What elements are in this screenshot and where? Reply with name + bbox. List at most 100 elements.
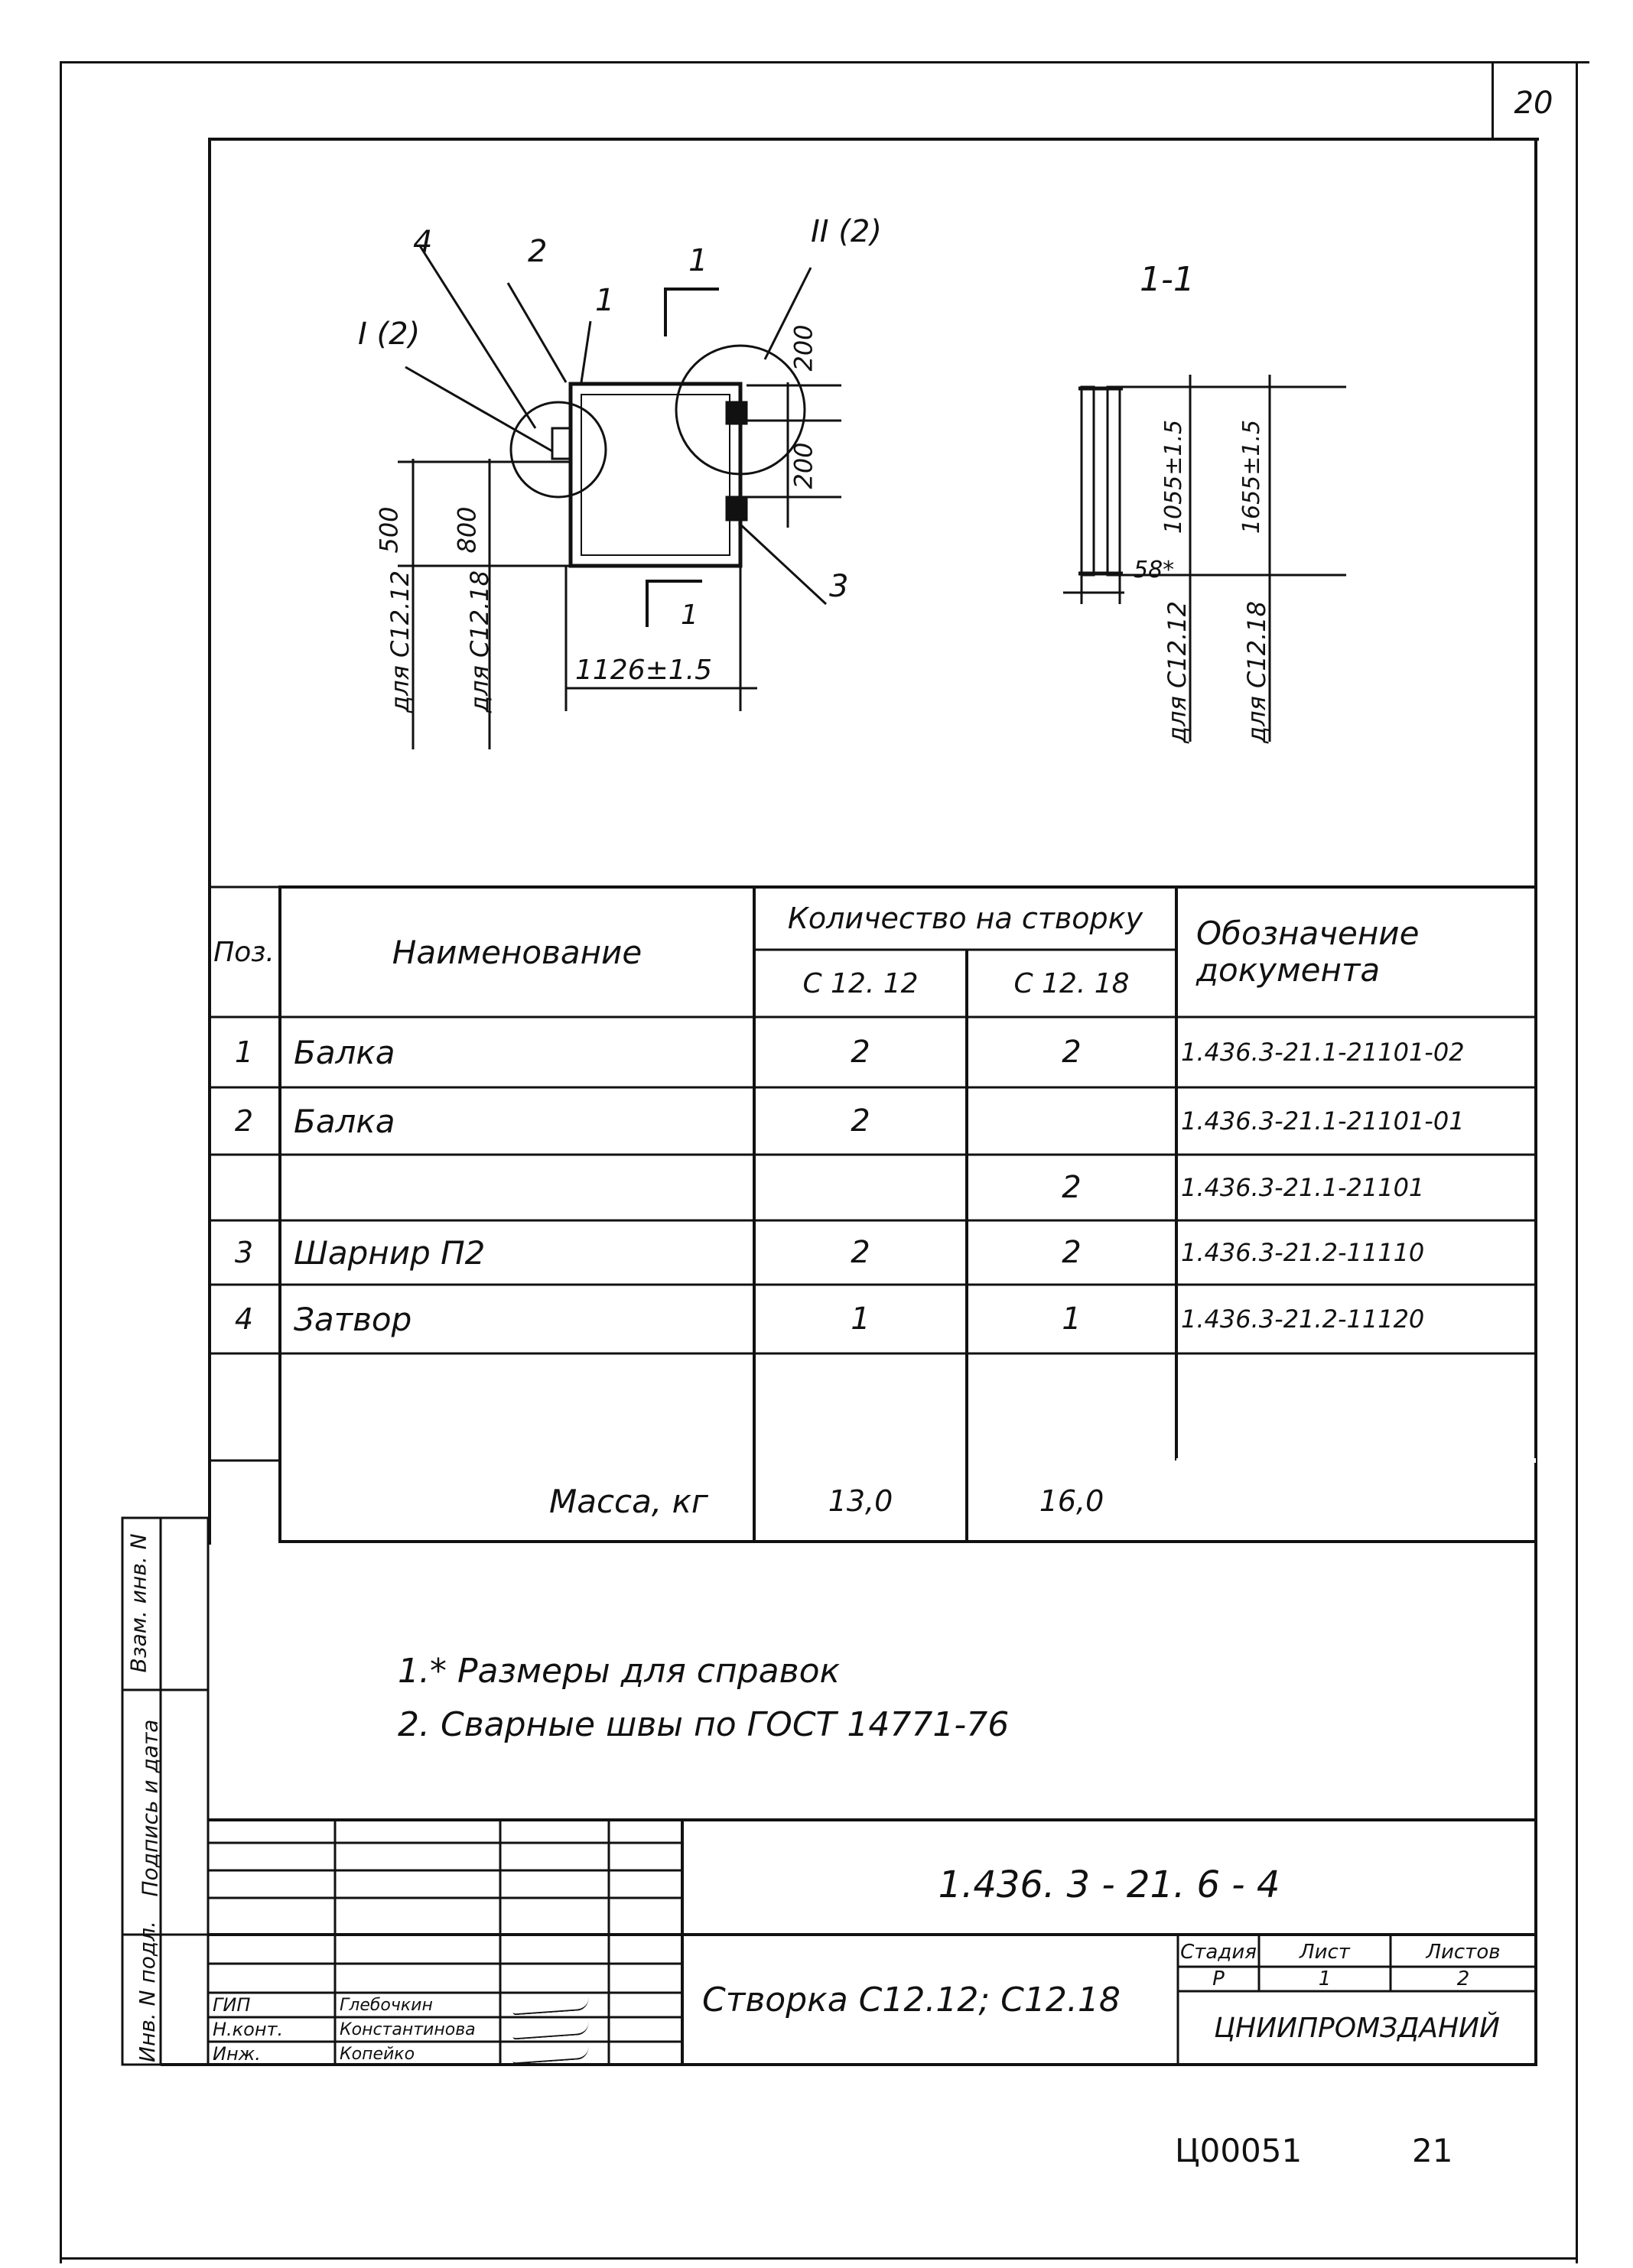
table-cell-name: [280, 1155, 754, 1220]
table-cell-q2: 2: [1062, 1035, 1082, 1070]
table-cell-name: Затвор: [294, 1300, 412, 1338]
header-c1218: С 12. 18: [1013, 967, 1130, 999]
detail-circle-1: [509, 401, 607, 499]
section-for-c1218: для С12.18: [1241, 601, 1271, 743]
table-cell-name: [280, 1353, 754, 1461]
table-cell-pos: [208, 1353, 280, 1461]
inner-frame-bottom: [161, 2063, 1537, 2066]
dim-for-c1218: для С12.18: [464, 570, 494, 713]
table-cell-doc: 1.436.3-21.1-21101-02: [1181, 1038, 1465, 1067]
dim-200-top: 200: [789, 324, 818, 372]
table-cell-doc: [1176, 1353, 1536, 1461]
outer-frame-top: [60, 61, 1589, 63]
callout-4: 4: [413, 225, 433, 260]
callout-3: 3: [829, 569, 849, 604]
page-number: 20: [1514, 86, 1553, 121]
table-cell-q2: 2: [1062, 1170, 1082, 1205]
signature-role: ГИП: [213, 1994, 251, 2016]
hinge-bottom: [725, 496, 748, 522]
detail-callout-2: II (2): [811, 214, 882, 249]
signature-name: Глебочкин: [340, 1995, 433, 2015]
table-cell-doc: 1.436.3-21.1-21101-01: [1181, 1106, 1465, 1136]
stage-value: Р: [1212, 1967, 1225, 1990]
section-title: 1-1: [1140, 260, 1195, 299]
mass-c1212: 13,0: [828, 1484, 893, 1518]
signature-role: Н.конт.: [213, 2019, 284, 2040]
table-cell-q2: [967, 1087, 1176, 1155]
section-dim-1655: 1655±1.5: [1238, 419, 1266, 535]
header-doc: Обозначение документа: [1176, 887, 1536, 1017]
outer-frame-left: [60, 61, 62, 2263]
outer-frame-right: [1576, 61, 1578, 2263]
side-stamp-replace: Взам. инв. N: [125, 1533, 151, 1673]
callout-1a: 1: [595, 283, 615, 318]
table-cell-name: Балка: [294, 1102, 395, 1140]
inner-frame-top: [208, 138, 1539, 141]
stage-label: Стадия: [1180, 1941, 1257, 1964]
mass-c1218: 16,0: [1039, 1484, 1104, 1518]
section-mark-1-bottom: 1: [681, 599, 698, 631]
section-profile-b: [1106, 385, 1121, 577]
organization: ЦНИИПРОМЗДАНИЙ: [1214, 2012, 1500, 2044]
header-pos: Поз.: [213, 936, 275, 968]
table-cell-doc: 1.436.3-21.2-11110: [1181, 1238, 1425, 1267]
table-cell-pos: 1: [234, 1035, 254, 1069]
inner-frame-left: [208, 138, 211, 1545]
footer-code: Ц00051: [1175, 2132, 1303, 2169]
table-cell-doc: 1.436.3-21.2-11120: [1181, 1305, 1425, 1334]
table-cell-doc: 1.436.3-21.1-21101: [1181, 1173, 1425, 1202]
section-dim-1055: 1055±1.5: [1160, 419, 1188, 535]
note-1: 1.* Размеры для справок: [398, 1652, 841, 1691]
lock-mark: [551, 427, 572, 460]
detail-circle-2: [675, 344, 806, 476]
dim-200-bottom: 200: [789, 442, 818, 489]
table-cell-pos: 2: [234, 1104, 254, 1138]
table-cell-q1: 1: [851, 1301, 870, 1337]
table-cell-q2: 1: [1062, 1301, 1082, 1337]
table-cell-q2: [967, 1353, 1176, 1461]
hinge-top: [725, 401, 748, 425]
table-cell-pos: [208, 1155, 280, 1220]
dim-500: 500: [374, 506, 404, 554]
sheet-label: Лист: [1300, 1941, 1350, 1964]
detail-callout-1: I (2): [358, 317, 421, 352]
section-profile-a: [1080, 385, 1095, 577]
sash-frame-front-view: [568, 382, 743, 568]
table-cell-q1: 2: [851, 1035, 870, 1070]
mass-label: Масса, кг: [548, 1482, 708, 1520]
header-qty: Количество на створку: [787, 902, 1143, 935]
sheet-value: 1: [1318, 1967, 1332, 1990]
dim-1126: 1126±1.5: [575, 655, 713, 686]
signature-role: Инж.: [213, 2043, 261, 2065]
note-2: 2. Сварные швы по ГОСТ 14771-76: [398, 1705, 1010, 1744]
table-cell-pos: 4: [234, 1302, 254, 1336]
section-dim-58: 58*: [1134, 557, 1175, 583]
side-stamp-inv: Инв. N подл.: [135, 1921, 160, 2062]
table-cell-name: Шарнир П2: [294, 1233, 486, 1272]
header-c1212: С 12. 12: [802, 967, 919, 999]
table-cell-q1: 2: [851, 1103, 870, 1139]
dim-for-c1212: для С12.12: [385, 570, 415, 713]
callout-1b: 1: [688, 243, 708, 278]
side-stamp-sign: Подпись и дата: [137, 1719, 163, 1897]
table-cell-q1: 2: [851, 1235, 870, 1270]
table-cell-name: Балка: [294, 1033, 395, 1071]
drawing-title: Створка С12.12; С12.18: [702, 1980, 1121, 2019]
callout-2: 2: [528, 234, 548, 269]
table-cell-pos: 3: [234, 1236, 254, 1269]
table-cell-q2: 2: [1062, 1235, 1082, 1270]
table-cell-q1: [754, 1353, 967, 1461]
dim-800: 800: [452, 506, 482, 554]
sheets-label: Листов: [1426, 1941, 1501, 1964]
header-name: Наименование: [392, 933, 642, 971]
outer-frame-bottom: [60, 2257, 1578, 2260]
table-cell-q1: [754, 1155, 967, 1220]
section-for-c1212: для С12.12: [1162, 601, 1192, 743]
signature-name: Копейко: [340, 2044, 415, 2064]
footer-number: 21: [1412, 2132, 1453, 2169]
signature-name: Константинова: [340, 2019, 476, 2039]
sheets-value: 2: [1456, 1967, 1470, 1990]
header-doc-label: Обозначение документа: [1196, 914, 1420, 989]
doc-number: 1.436. 3 - 21. 6 - 4: [938, 1863, 1280, 1906]
